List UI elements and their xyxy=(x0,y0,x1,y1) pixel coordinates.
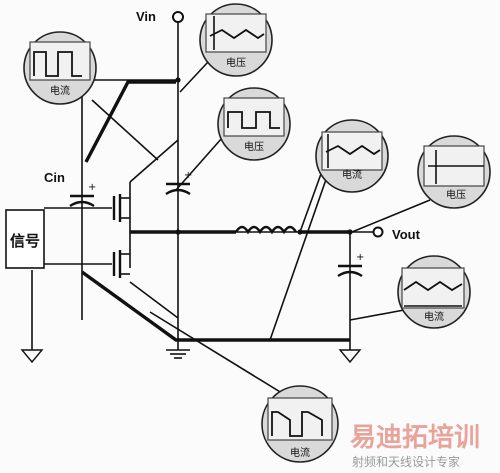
svg-text:电流: 电流 xyxy=(50,84,70,97)
cin-capacitor: + xyxy=(69,182,96,208)
node-dot xyxy=(175,229,181,235)
scope-lead xyxy=(175,137,223,191)
ground-return xyxy=(81,270,350,342)
scope-vin-voltage: 电压 xyxy=(199,3,273,77)
high-side-mosfet xyxy=(112,194,130,222)
scope-gate-current: 电流 xyxy=(23,31,97,105)
scope-bottom-current: 电流 xyxy=(261,385,339,463)
low-side-link xyxy=(129,281,179,319)
cin-label: Cin xyxy=(44,170,65,185)
scope-lead xyxy=(349,309,405,321)
scope-lead xyxy=(351,199,431,233)
svg-text:电压: 电压 xyxy=(244,140,264,153)
inductor xyxy=(234,225,298,235)
signal-label: 信号 xyxy=(10,232,40,250)
scope-lead xyxy=(179,61,209,93)
watermark-main: 易迪拓培训 xyxy=(350,423,480,453)
vin-sense-line xyxy=(84,80,176,163)
signal-source-box xyxy=(5,209,45,269)
svg-text:电压: 电压 xyxy=(226,56,246,69)
cout-capacitor: + xyxy=(337,252,364,278)
scope-lead xyxy=(149,311,291,399)
svg-text:+: + xyxy=(88,182,96,193)
svg-text:电流: 电流 xyxy=(342,168,362,181)
node-dot xyxy=(347,229,353,235)
scope-output-current: 电流 xyxy=(397,255,471,329)
scope-lead xyxy=(91,99,159,161)
ground-right xyxy=(338,340,362,364)
low-side-mosfet xyxy=(112,250,130,278)
watermark-sub: 射频和天线设计专家 xyxy=(352,454,460,469)
vout-label: Vout xyxy=(392,227,421,242)
vout-terminal xyxy=(372,226,384,238)
node-dot xyxy=(175,77,181,83)
svg-text:电流: 电流 xyxy=(424,310,444,323)
scope-lead xyxy=(269,167,331,341)
scope-vout-voltage: 电压 xyxy=(417,135,491,209)
scope-switch-voltage: 电压 xyxy=(217,87,291,161)
watermark: 易迪拓培训 射频和天线设计专家 xyxy=(350,423,480,469)
svg-text:电流: 电流 xyxy=(290,446,310,459)
ground-left xyxy=(20,270,44,364)
svg-text:+: + xyxy=(356,252,364,263)
vin-terminal xyxy=(172,11,184,23)
svg-text:电压: 电压 xyxy=(446,188,466,201)
vin-label: Vin xyxy=(136,9,156,24)
vin-capacitor: + xyxy=(165,170,192,196)
scope-inductor-current: 电流 xyxy=(315,119,389,193)
high-side-link xyxy=(129,139,179,183)
ground-center xyxy=(166,340,190,359)
